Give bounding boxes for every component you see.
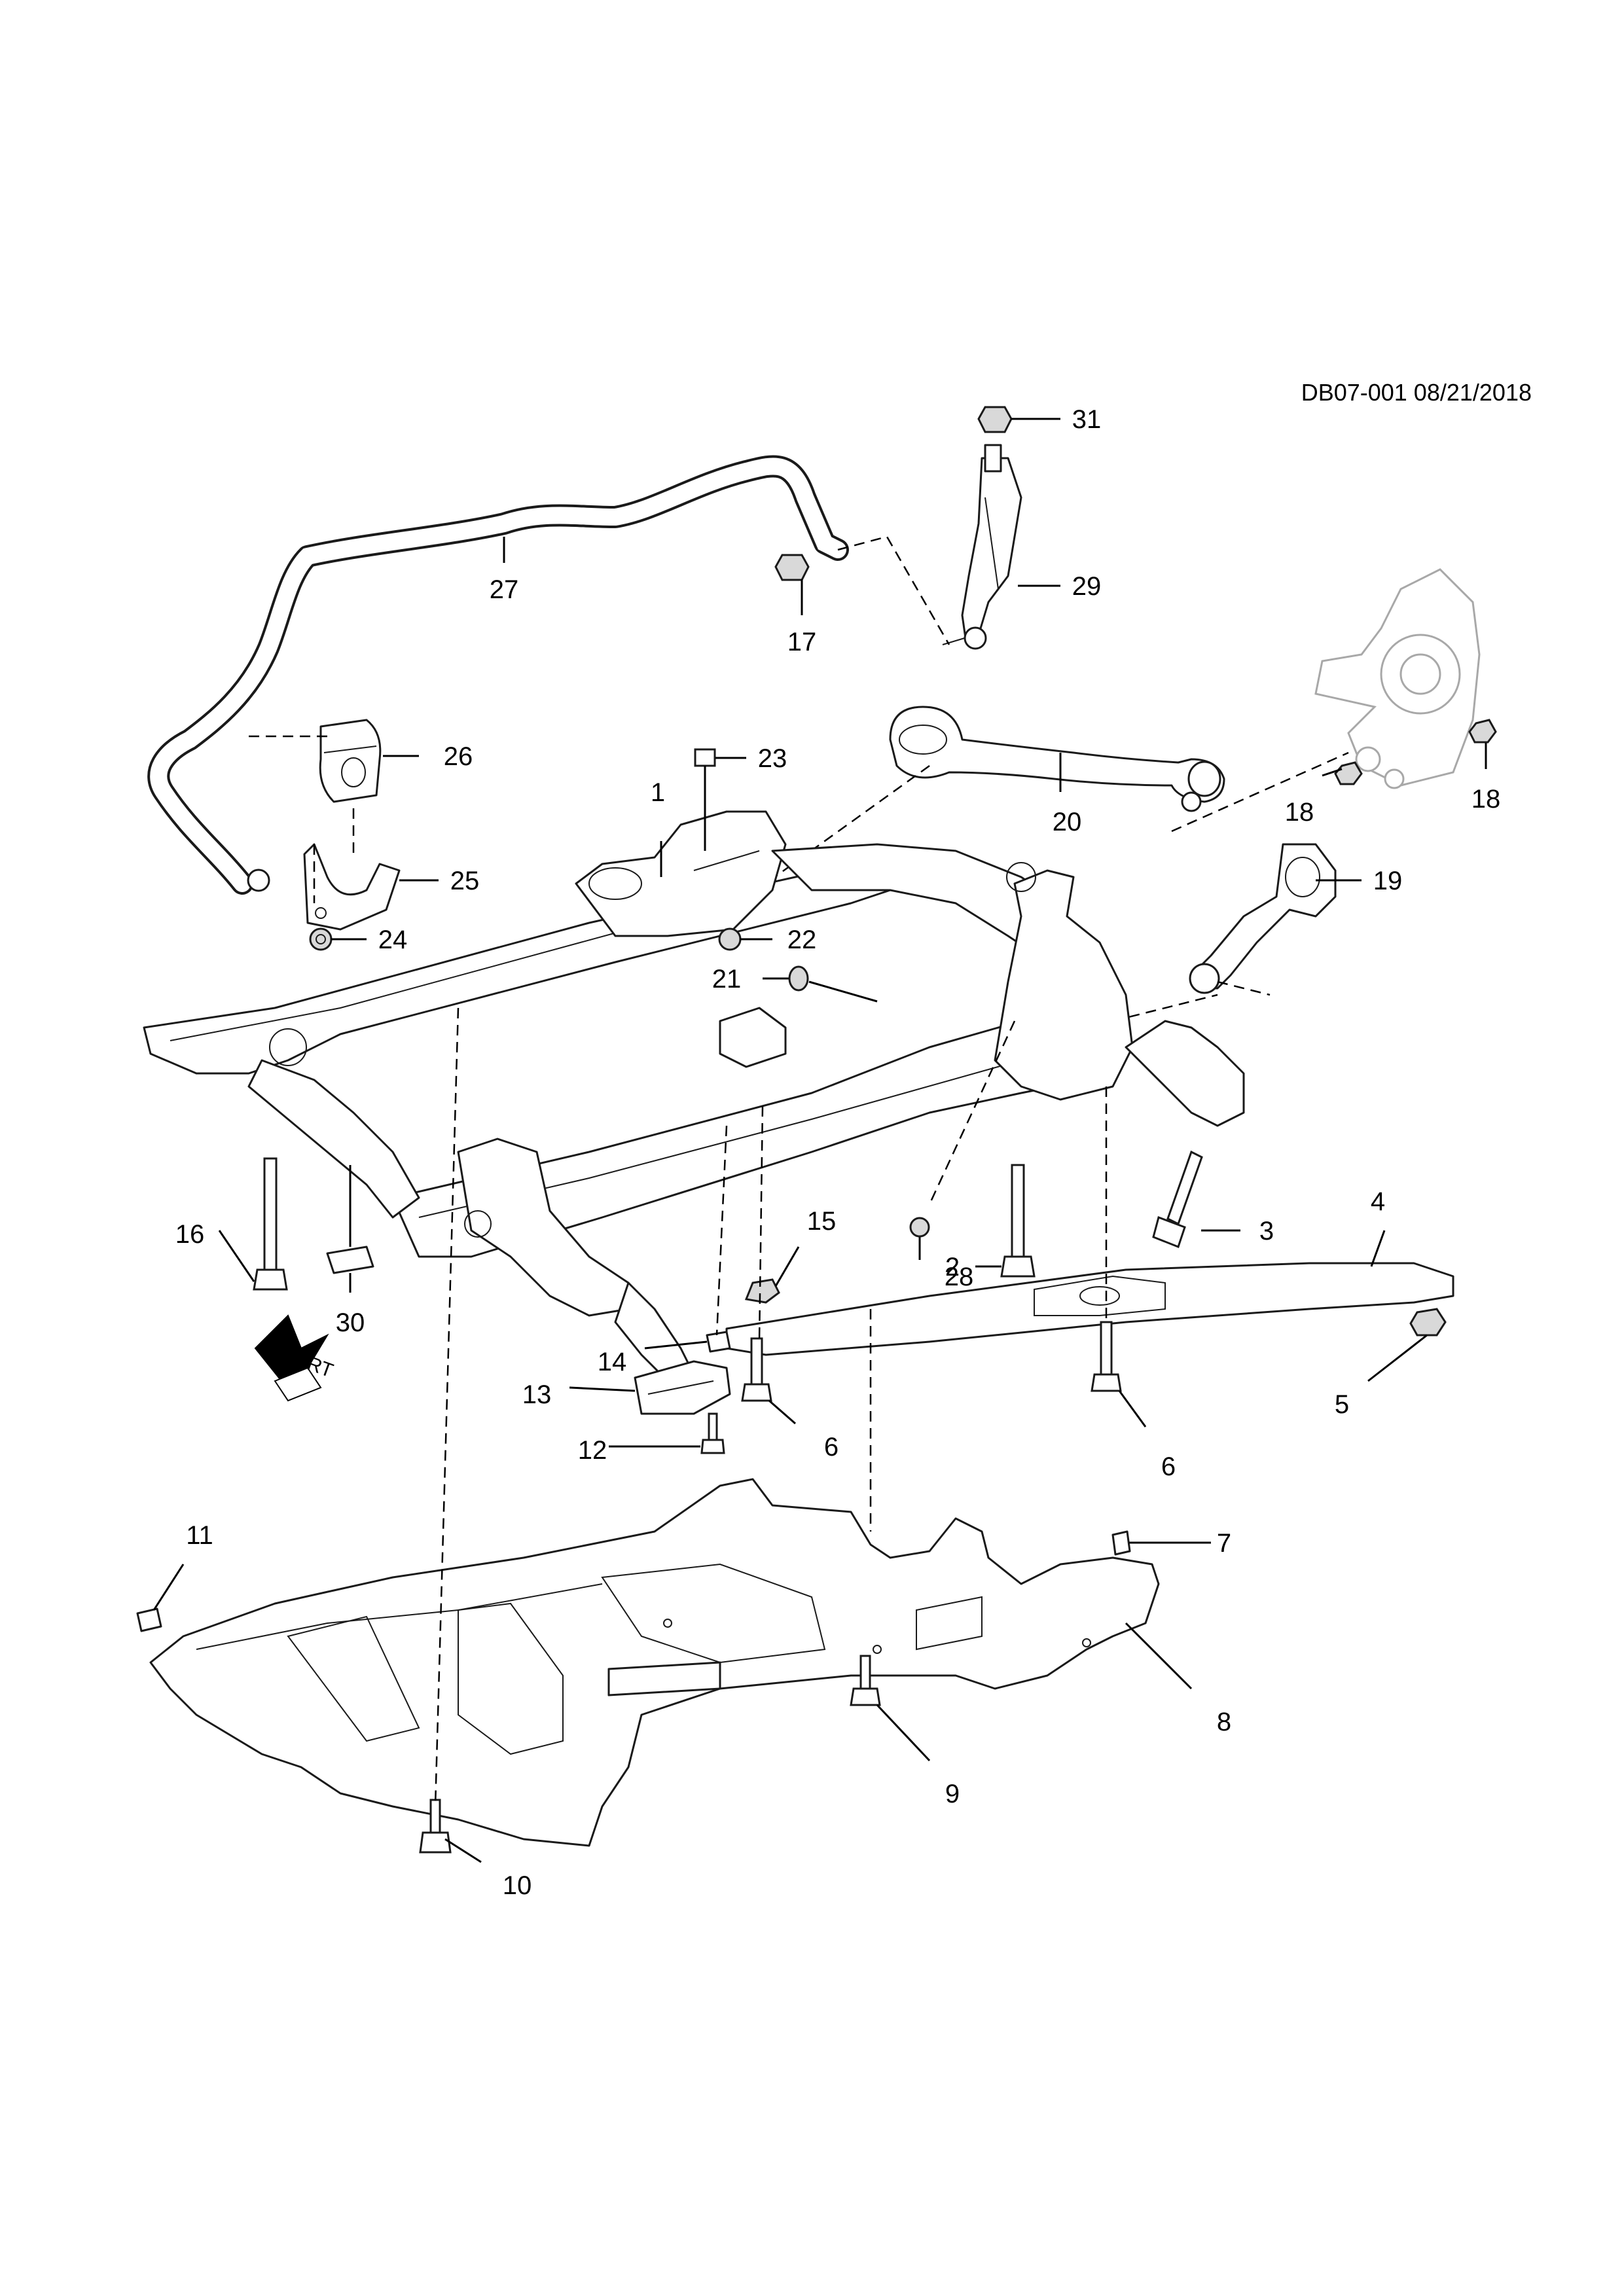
- callout-17: 17: [787, 628, 817, 656]
- callout-3: 3: [1259, 1217, 1274, 1246]
- knuckle-nut-front: [1334, 761, 1363, 785]
- callout-21: 21: [712, 965, 742, 994]
- nut-5: [1409, 1308, 1447, 1336]
- diagram-code: DB07-001 08/21/2018: [1301, 379, 1532, 406]
- nut-22: [718, 927, 742, 951]
- clip-14: [706, 1331, 731, 1353]
- control-arm-front: [889, 706, 1225, 812]
- callout-23: 23: [758, 744, 787, 773]
- callout-27: 27: [490, 575, 519, 604]
- bolt-21: [788, 965, 878, 1003]
- callout-30: 30: [336, 1308, 365, 1337]
- callout-25: 25: [450, 867, 480, 895]
- callout-20: 20: [1053, 808, 1082, 836]
- clip-11: [136, 1607, 162, 1632]
- callout-9: 9: [945, 1780, 960, 1808]
- callout-15: 15: [807, 1207, 837, 1236]
- callout-24: 24: [378, 925, 408, 954]
- callout-labels: 31 29 17 27 23 20 18 18 19 26 25 24 22 1…: [175, 405, 1501, 1900]
- callout-5: 5: [1335, 1390, 1349, 1419]
- bracket-13: [634, 1360, 731, 1415]
- callout-1: 1: [651, 778, 665, 807]
- front-subframe: [143, 810, 1245, 1382]
- callout-19: 19: [1373, 867, 1403, 895]
- callout-18-rear: 18: [1471, 785, 1501, 814]
- clip-30: [326, 1165, 374, 1274]
- underbody-shield: [149, 1478, 1160, 1847]
- bolt-10: [419, 1799, 452, 1854]
- bolt-12: [700, 1412, 725, 1454]
- leader-lines: [153, 418, 1487, 1863]
- bolt-16: [253, 1157, 288, 1291]
- bolt-9: [850, 1655, 881, 1706]
- callout-6-right: 6: [1161, 1452, 1176, 1481]
- bolt-23: [694, 748, 716, 851]
- control-arm-rear: [1189, 843, 1337, 994]
- callout-26: 26: [444, 742, 473, 771]
- stabilizer-clamp: [303, 843, 401, 931]
- callout-16: 16: [175, 1220, 205, 1249]
- callout-31: 31: [1072, 405, 1102, 434]
- bolt-6-right: [1091, 1321, 1122, 1392]
- callout-11: 11: [186, 1521, 213, 1550]
- callout-18-front: 18: [1285, 798, 1314, 827]
- bolt-2: [1000, 1164, 1036, 1278]
- link-upper-nut: [977, 406, 1013, 433]
- callout-29: 29: [1072, 572, 1102, 601]
- stabilizer-bar: [147, 455, 849, 895]
- stabilizer-bushing: [319, 719, 382, 803]
- callout-22: 22: [787, 925, 817, 954]
- bolt-6-left: [741, 1337, 772, 1402]
- front-direction-marker: FRT: [254, 1314, 336, 1402]
- callout-4: 4: [1371, 1187, 1385, 1216]
- nut-15: [744, 1278, 780, 1304]
- callout-12: 12: [578, 1436, 607, 1465]
- nut-28: [909, 1217, 930, 1238]
- callout-2: 2: [945, 1253, 960, 1282]
- steering-knuckle-ghost: [1314, 568, 1481, 789]
- clip-7: [1111, 1530, 1131, 1556]
- callout-7: 7: [1217, 1529, 1231, 1558]
- callout-6-left: 6: [824, 1433, 839, 1462]
- callout-8: 8: [1217, 1708, 1231, 1736]
- callout-10: 10: [503, 1871, 532, 1900]
- clamp-nut: [309, 927, 333, 951]
- callout-28: 28: [945, 1263, 974, 1291]
- callout-13: 13: [522, 1380, 552, 1409]
- knuckle-nut-rear: [1468, 719, 1497, 744]
- side-brace: [725, 1262, 1454, 1356]
- callout-14: 14: [598, 1348, 627, 1376]
- link-lower-nut: [774, 554, 810, 581]
- bolt-3: [1152, 1150, 1203, 1248]
- stabilizer-link: [942, 444, 1022, 650]
